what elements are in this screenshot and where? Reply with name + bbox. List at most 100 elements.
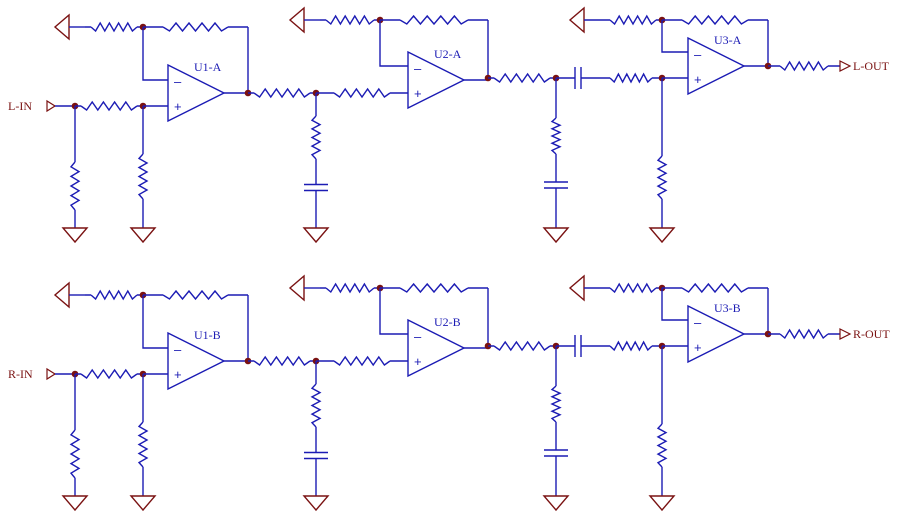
resistor [316,355,408,367]
resistor [75,368,143,380]
resistor-body [550,112,562,160]
opamp: U3-B– + [687,301,746,364]
resistor [69,156,81,216]
opamp-plus-sign: + [694,340,702,355]
resistor [488,72,556,84]
resistor [380,14,488,26]
input-port-label: R-IN [8,367,33,381]
resistor-body [380,14,488,26]
input-port-label: L-IN [8,99,32,113]
resistor-body [320,282,380,294]
output-port-arrow [839,328,852,340]
ground-symbol [61,495,89,512]
resistor [600,340,662,352]
resistor [143,21,248,33]
resistor-body [656,418,668,473]
ground-symbol [568,6,585,34]
resistor-body [488,340,556,352]
output-port-label: R-OUT [853,327,890,341]
output-port-label: L-OUT [853,59,890,73]
ground-symbol [648,495,676,512]
resistor-body [75,100,143,112]
resistor-body [137,416,149,473]
resistor [137,416,149,473]
resistor [143,289,248,301]
opamp: U3-A– + [687,33,746,96]
opamp-label: U1-A [194,60,222,74]
ground-symbol [288,274,305,302]
wire [142,295,168,349]
resistor-body [550,380,562,428]
resistor-body [768,328,840,340]
capacitor [556,335,600,357]
opamp: U2-B–+ [407,315,466,378]
resistor [75,100,143,112]
resistor-body [310,378,322,433]
resistor-body [656,150,668,205]
output-port-arrow [839,60,852,72]
opamp-plus-sign: + [694,72,702,87]
resistor-body [143,289,248,301]
wire [142,27,168,81]
opamp-label: U3-B [714,301,741,315]
resistor-body [662,282,768,294]
ground-symbol [288,6,305,34]
resistor [600,72,662,84]
capacitor [304,433,328,478]
input-port-arrow [46,367,57,381]
capacitor [556,67,600,89]
opamp-minus-sign: – [694,47,702,62]
resistor [320,14,380,26]
resistor [604,14,662,26]
wire [661,20,688,53]
resistor-body [69,424,81,484]
ground-symbol [568,274,585,302]
resistor [662,14,768,26]
resistor-body [380,282,488,294]
opamp-plus-sign: + [174,367,182,382]
resistor-body [604,282,662,294]
resistor-body [662,14,768,26]
capacitor [544,160,568,210]
resistor-body [768,60,840,72]
opamp-label: U3-A [714,33,742,47]
resistor [316,87,408,99]
ground-symbol [53,13,70,41]
ground-symbol [129,495,157,512]
resistor [320,282,380,294]
capacitor-plates [544,160,568,210]
resistor [310,378,322,433]
opamp-minus-sign: – [174,342,182,357]
resistor [604,282,662,294]
capacitor-plates [304,433,328,478]
ground-symbol [302,227,330,244]
opamp-triangle [407,50,466,110]
opamp-label: U2-B [434,315,461,329]
opamp-minus-sign: – [694,315,702,330]
resistor-body [248,87,316,99]
resistor [550,380,562,428]
resistor [380,282,488,294]
opamp-minus-sign: – [414,329,422,344]
opamp-plus-sign: + [174,99,182,114]
resistor-body [85,289,143,301]
resistor [85,289,143,301]
resistor-body [137,148,149,205]
capacitor-plates [544,428,568,478]
ground-symbol [302,495,330,512]
resistor [137,148,149,205]
opamp-plus-sign: + [414,86,422,101]
opamp-triangle [407,318,466,378]
opamp-triangle [167,331,226,391]
capacitor-plates [556,67,600,89]
wire [379,288,408,335]
ground-symbol [61,227,89,244]
resistor [69,424,81,484]
resistor [768,328,840,340]
ground-symbol [53,281,70,309]
resistor [656,150,668,205]
resistor-body [600,72,662,84]
resistor-body [488,72,556,84]
